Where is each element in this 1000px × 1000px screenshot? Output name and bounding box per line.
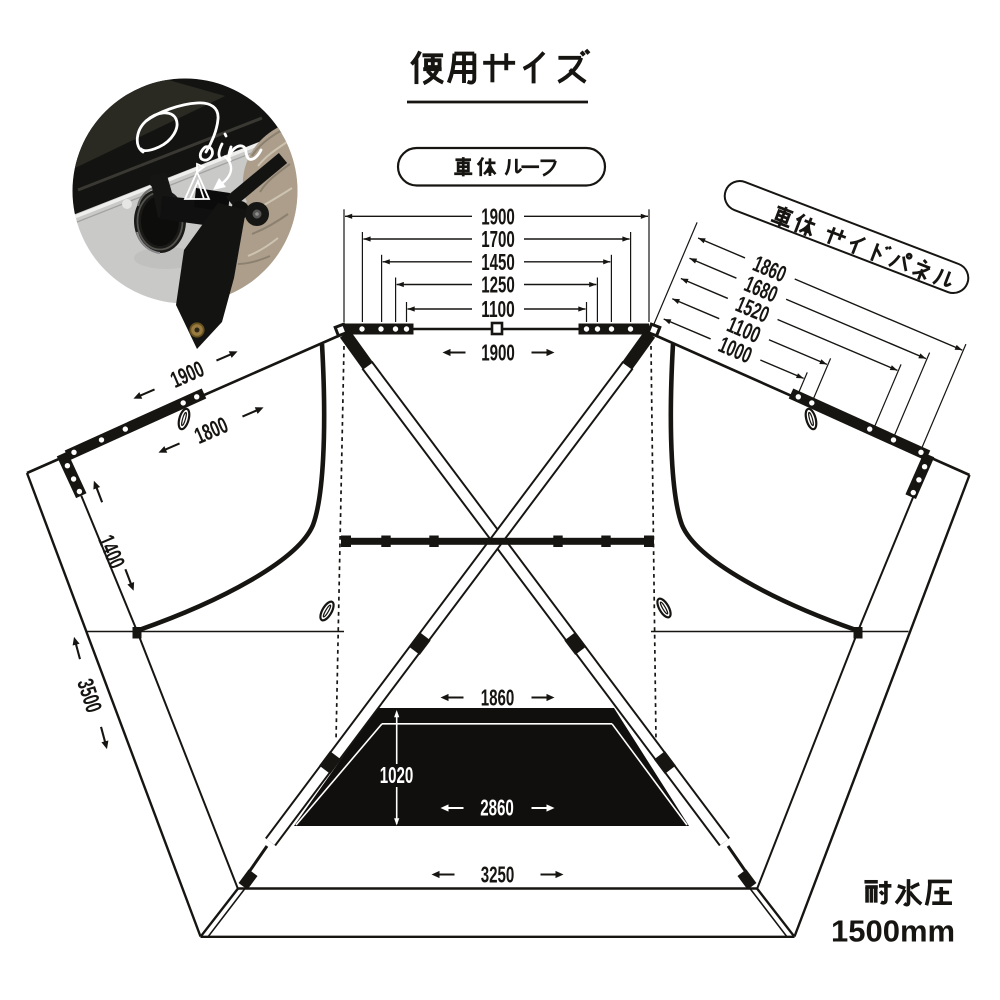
svg-text:1250: 1250 bbox=[481, 272, 515, 298]
svg-text:3250: 3250 bbox=[481, 862, 515, 888]
svg-text:1020: 1020 bbox=[380, 762, 414, 788]
svg-text:1900: 1900 bbox=[481, 340, 515, 366]
svg-text:1900: 1900 bbox=[481, 204, 515, 230]
svg-text:1100: 1100 bbox=[481, 296, 515, 322]
svg-text:1450: 1450 bbox=[481, 249, 515, 275]
svg-text:2860: 2860 bbox=[480, 795, 514, 821]
svg-text:1860: 1860 bbox=[481, 685, 515, 711]
svg-text:1700: 1700 bbox=[481, 226, 515, 252]
svg-text:1500mm: 1500mm bbox=[831, 914, 955, 949]
